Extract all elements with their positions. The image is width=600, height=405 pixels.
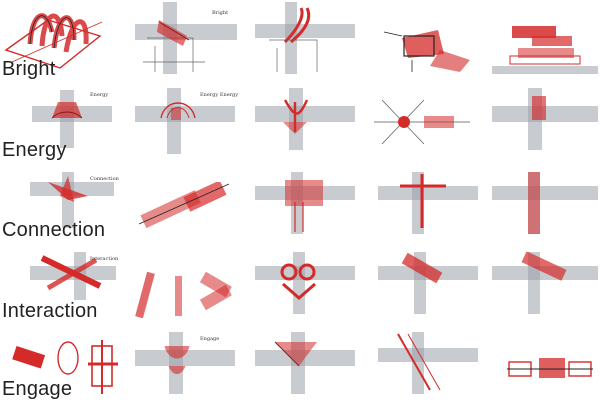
row-label-interaction: Interaction (2, 300, 98, 322)
sketch-interaction-2 (135, 271, 232, 319)
row-label-engage: Engage (2, 378, 73, 400)
sketch-energy-5 (492, 88, 598, 150)
sketch-energy-4 (374, 99, 470, 145)
sketch-connection-4 (378, 172, 478, 234)
sketch-bright-5 (492, 26, 598, 74)
sketch-interaction-3 (255, 252, 355, 314)
sketch-interaction-4 (378, 252, 478, 314)
sketch-bright-3 (255, 2, 355, 74)
note-energy-energy: Energy Energy (200, 92, 239, 98)
sketch-connection-2 (138, 182, 230, 229)
sketch-connection-5 (492, 172, 598, 234)
row-label-connection: Connection (2, 219, 106, 241)
sketch-energy-1 (32, 90, 112, 148)
note-engage: Engage (200, 336, 220, 342)
note-energy: Energy (90, 92, 109, 98)
row-label-bright: Bright (2, 58, 56, 80)
sketch-engage-3 (255, 332, 355, 394)
sketch-connection-1 (30, 172, 114, 228)
row-label-energy: Energy (2, 139, 67, 161)
sketch-bright-1 (4, 13, 103, 69)
sketch-energy-2 (135, 88, 235, 154)
note-interaction: Interaction (90, 256, 119, 262)
sketch-engage-4 (378, 332, 478, 394)
sketch-interaction-1 (30, 252, 116, 300)
note-connection: Connection (90, 176, 119, 182)
sketch-connection-3 (255, 172, 355, 234)
note-bright: Bright (212, 10, 229, 16)
sketch-interaction-5 (492, 252, 598, 314)
sketch-energy-3 (255, 88, 355, 150)
sketch-bright-2 (135, 2, 237, 74)
sketch-engage-1 (12, 340, 118, 394)
sketch-engage-5 (507, 358, 593, 378)
sketch-bright-4 (383, 30, 470, 72)
sketch-engage-2 (135, 332, 235, 394)
